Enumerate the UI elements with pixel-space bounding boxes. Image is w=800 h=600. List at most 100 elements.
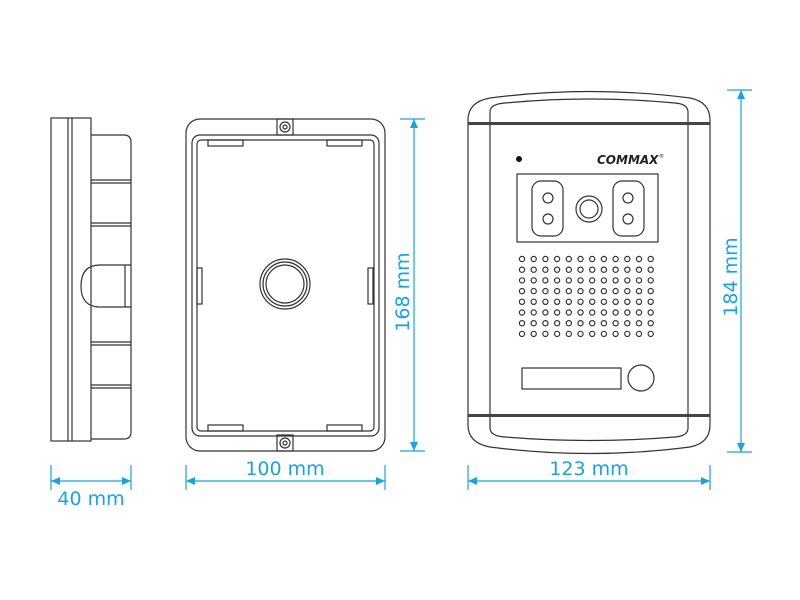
speaker-hole (647, 330, 654, 338)
speaker-hole (647, 255, 654, 263)
dimension-184mm: 184 mm (720, 89, 752, 453)
speaker-hole (530, 298, 537, 305)
svg-text:®: ® (659, 153, 664, 160)
speaker-hole (553, 330, 561, 338)
speaker-hole (542, 309, 549, 316)
speaker-hole (647, 266, 654, 273)
call-button[interactable] (627, 364, 655, 392)
speaker-hole (589, 298, 596, 305)
speaker-hole (635, 277, 643, 284)
speaker-hole (518, 266, 526, 273)
speaker-hole (577, 287, 584, 295)
speaker-hole (635, 266, 643, 273)
screw-icon (276, 118, 294, 136)
dimension-123mm: 123 mm (467, 458, 711, 490)
speaker-hole (600, 255, 608, 263)
speaker-hole (600, 277, 608, 284)
speaker-hole (565, 320, 573, 327)
speaker-hole (530, 309, 537, 316)
speaker-hole (530, 266, 537, 273)
speaker-hole (589, 287, 596, 295)
speaker-hole (542, 298, 549, 305)
speaker-hole (612, 320, 619, 327)
speaker-hole (635, 298, 643, 305)
speaker-hole (553, 320, 561, 327)
panel-height-label: 184 mm (720, 237, 742, 316)
speaker-hole (647, 277, 654, 284)
speaker-hole (553, 287, 561, 295)
speaker-hole (577, 298, 584, 305)
box-height-label: 168 mm (392, 252, 414, 331)
speaker-hole (600, 298, 608, 305)
speaker-hole (624, 255, 631, 263)
speaker-hole (577, 309, 584, 316)
speaker-hole (647, 298, 654, 305)
speaker-hole (542, 287, 549, 295)
screw-icon (276, 434, 294, 452)
speaker-hole (530, 255, 537, 263)
speaker-hole (565, 287, 573, 295)
speaker-hole (612, 277, 619, 284)
back-box-view (185, 118, 386, 452)
speaker-hole (518, 277, 526, 284)
speaker-hole (624, 266, 631, 273)
speaker-hole (553, 255, 561, 263)
speaker-hole (624, 277, 631, 284)
speaker-hole (589, 266, 596, 273)
speaker-hole (565, 277, 573, 284)
dimension-100mm: 100 mm (185, 458, 386, 490)
speaker-hole (565, 309, 573, 316)
speaker-hole (600, 266, 608, 273)
speaker-hole (600, 330, 608, 338)
speaker-hole (577, 255, 584, 263)
name-plate (521, 367, 622, 390)
panel-width-label: 123 mm (549, 458, 628, 480)
speaker-hole (624, 330, 631, 338)
speaker-hole (542, 320, 549, 327)
speaker-hole (565, 330, 573, 338)
speaker-hole (577, 277, 584, 284)
speaker-hole (624, 298, 631, 305)
speaker-hole (589, 277, 596, 284)
speaker-hole (612, 287, 619, 295)
speaker-hole (647, 320, 654, 327)
speaker-hole (600, 287, 608, 295)
speaker-hole (635, 255, 643, 263)
speaker-hole (635, 330, 643, 338)
speaker-hole (565, 298, 573, 305)
speaker-hole (600, 309, 608, 316)
front-panel-view: COMMAX ® (467, 90, 711, 455)
speaker-hole (612, 266, 619, 273)
speaker-hole (542, 255, 549, 263)
speaker-hole (530, 287, 537, 295)
speaker-hole (577, 266, 584, 273)
speaker-hole (589, 309, 596, 316)
speaker-hole (612, 309, 619, 316)
speaker-hole (553, 266, 561, 273)
speaker-hole (553, 298, 561, 305)
speaker-hole (565, 266, 573, 273)
side-view (50, 117, 132, 442)
speaker-hole (612, 255, 619, 263)
speaker-hole (635, 287, 643, 295)
speaker-hole (518, 320, 526, 327)
speaker-hole (542, 277, 549, 284)
speaker-hole (553, 309, 561, 316)
speaker-hole (635, 309, 643, 316)
speaker-hole (542, 330, 549, 338)
speaker-hole (518, 309, 526, 316)
speaker-hole (624, 287, 631, 295)
speaker-hole (647, 287, 654, 295)
speaker-hole (647, 309, 654, 316)
speaker-hole (635, 320, 643, 327)
speaker-hole (518, 287, 526, 295)
speaker-hole (624, 309, 631, 316)
dimension-40mm: 40 mm (50, 465, 132, 510)
speaker-hole (518, 255, 526, 263)
commax-logo: COMMAX (597, 153, 659, 167)
depth-label: 40 mm (57, 488, 124, 510)
speaker-hole (577, 320, 584, 327)
speaker-hole (589, 330, 596, 338)
speaker-hole (589, 320, 596, 327)
